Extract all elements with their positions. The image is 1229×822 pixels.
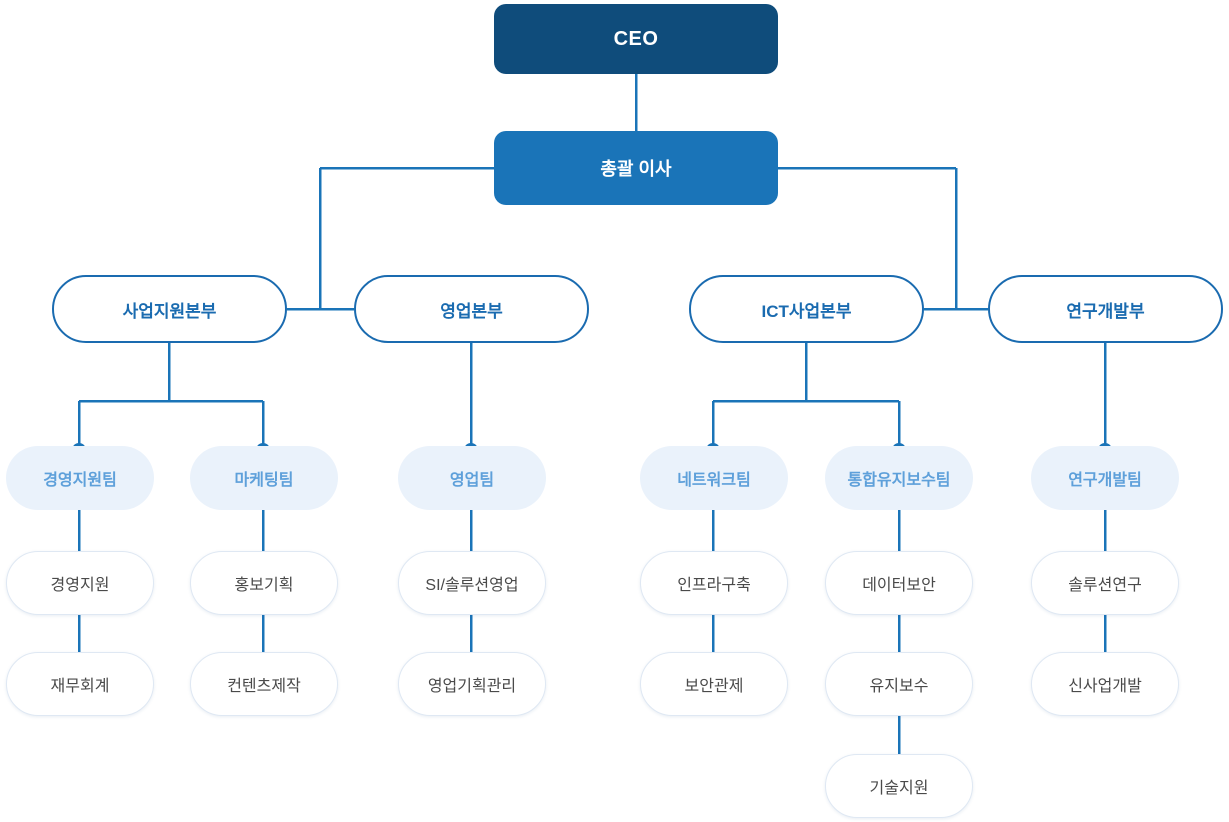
node-기술지원-label: 기술지원 xyxy=(869,780,929,797)
node-신사업개발[interactable]: 신사업개발 xyxy=(1031,652,1179,716)
node-영업팀[interactable]: 영업팀 xyxy=(398,446,546,510)
node-네트워크팀[interactable]: 네트워크팀 xyxy=(640,446,788,510)
node-경영지원-label: 경영지원 xyxy=(50,577,110,594)
node-연구개발부-label: 연구개발부 xyxy=(1066,301,1145,321)
node-데이터보안-label: 데이터보안 xyxy=(862,577,936,594)
node-통합유지보수팀[interactable]: 통합유지보수팀 xyxy=(825,446,973,510)
node-솔루션연구[interactable]: 솔루션연구 xyxy=(1031,551,1179,615)
node-연구개발팀-label: 연구개발팀 xyxy=(1068,472,1142,489)
node-exec-label: 총괄 이사 xyxy=(600,159,672,179)
node-솔루션연구-label: 솔루션연구 xyxy=(1068,577,1142,594)
node-재무회계-label: 재무회계 xyxy=(50,678,110,695)
node-네트워크팀-label: 네트워크팀 xyxy=(677,472,751,489)
node-연구개발부[interactable]: 연구개발부 xyxy=(988,275,1223,343)
node-영업기획관리-label: 영업기획관리 xyxy=(427,678,517,695)
node-영업기획관리[interactable]: 영업기획관리 xyxy=(398,652,546,716)
node-통합유지보수팀-label: 통합유지보수팀 xyxy=(847,472,951,489)
node-인프라구축-label: 인프라구축 xyxy=(677,577,751,594)
node-유지보수[interactable]: 유지보수 xyxy=(825,652,973,716)
node-신사업개발-label: 신사업개발 xyxy=(1068,678,1142,695)
node-컨텐츠제작-label: 컨텐츠제작 xyxy=(227,678,301,695)
node-데이터보안[interactable]: 데이터보안 xyxy=(825,551,973,615)
node-연구개발팀[interactable]: 연구개발팀 xyxy=(1031,446,1179,510)
node-ceo-label: CEO xyxy=(613,27,659,50)
node-ceo[interactable]: CEO xyxy=(494,4,778,74)
node-마케팅팀-label: 마케팅팀 xyxy=(234,472,294,489)
node-경영지원팀-label: 경영지원팀 xyxy=(43,472,117,489)
node-사업지원본부[interactable]: 사업지원본부 xyxy=(52,275,287,343)
node-경영지원[interactable]: 경영지원 xyxy=(6,551,154,615)
node-ict사업본부-label: ICT사업본부 xyxy=(761,301,852,321)
node-exec[interactable]: 총괄 이사 xyxy=(494,131,778,205)
node-영업본부-label: 영업본부 xyxy=(440,301,503,321)
node-마케팅팀[interactable]: 마케팅팀 xyxy=(190,446,338,510)
node-컨텐츠제작[interactable]: 컨텐츠제작 xyxy=(190,652,338,716)
node-재무회계[interactable]: 재무회계 xyxy=(6,652,154,716)
node-경영지원팀[interactable]: 경영지원팀 xyxy=(6,446,154,510)
node-유지보수-label: 유지보수 xyxy=(869,678,929,695)
node-ict사업본부[interactable]: ICT사업본부 xyxy=(689,275,924,343)
node-홍보기획[interactable]: 홍보기획 xyxy=(190,551,338,615)
node-si-솔루션영업-label: SI/솔루션영업 xyxy=(425,577,519,594)
node-영업본부[interactable]: 영업본부 xyxy=(354,275,589,343)
node-영업팀-label: 영업팀 xyxy=(449,472,495,489)
node-사업지원본부-label: 사업지원본부 xyxy=(122,301,217,321)
node-인프라구축[interactable]: 인프라구축 xyxy=(640,551,788,615)
node-si-솔루션영업[interactable]: SI/솔루션영업 xyxy=(398,551,546,615)
node-홍보기획-label: 홍보기획 xyxy=(234,577,294,594)
node-보안관제-label: 보안관제 xyxy=(684,678,744,695)
node-기술지원[interactable]: 기술지원 xyxy=(825,754,973,818)
node-보안관제[interactable]: 보안관제 xyxy=(640,652,788,716)
